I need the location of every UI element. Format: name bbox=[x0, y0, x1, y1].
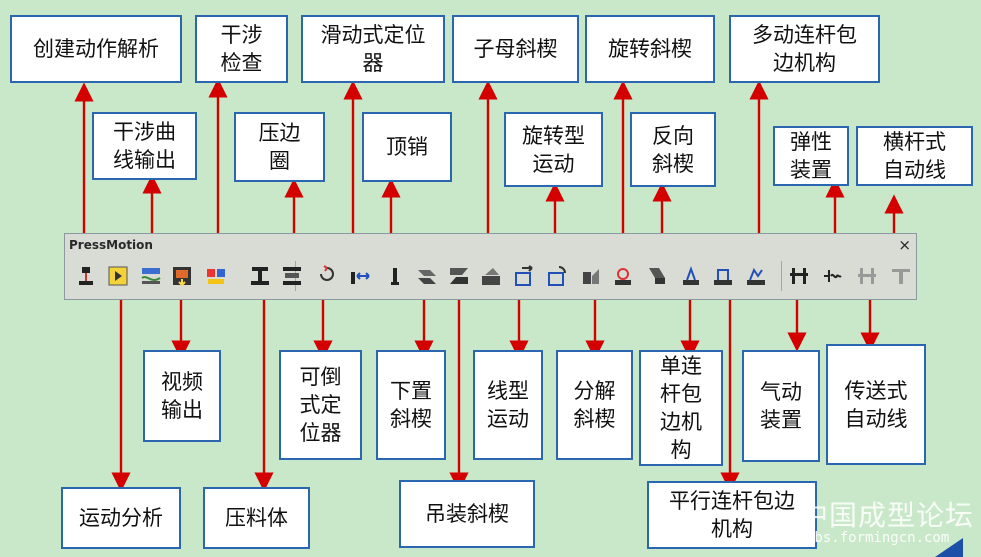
linear-motion-icon bbox=[515, 265, 533, 286]
label-binder: 压料体 bbox=[203, 487, 310, 549]
label-elastic-device: 弹性 装置 bbox=[773, 126, 849, 186]
crossbar-line-icon bbox=[892, 269, 910, 284]
label-single-link-hemming: 单连 杆包 边机 构 bbox=[639, 350, 723, 466]
elastic-device-button[interactable] bbox=[819, 262, 845, 290]
parallel-link-hemming-button[interactable] bbox=[710, 262, 736, 290]
rotary-motion-button[interactable] bbox=[544, 262, 570, 290]
binder-button[interactable] bbox=[247, 262, 273, 290]
linear-motion-button[interactable] bbox=[511, 262, 537, 290]
corner-logo-icon bbox=[935, 538, 963, 557]
crossbar-line-button[interactable] bbox=[888, 262, 914, 290]
lower-wedge-icon bbox=[418, 270, 436, 284]
binder-icon bbox=[251, 267, 269, 285]
create-motion-button[interactable] bbox=[73, 262, 99, 290]
rotary-wedge-icon bbox=[615, 268, 631, 285]
parallel-link-hemming-icon bbox=[714, 269, 732, 285]
slide-positioner-button[interactable] bbox=[347, 262, 373, 290]
label-slide-positioner: 滑动式定位 器 bbox=[301, 15, 445, 83]
label-interference-check: 干涉 检查 bbox=[195, 15, 288, 83]
lower-wedge-button[interactable] bbox=[414, 262, 440, 290]
hanging-wedge-button[interactable] bbox=[446, 262, 472, 290]
label-top-pin: 顶销 bbox=[362, 112, 452, 182]
label-hanging-wedge: 吊装斜楔 bbox=[399, 480, 535, 548]
interference-curve-icon bbox=[207, 269, 225, 284]
label-rotary-motion: 旋转型 运动 bbox=[504, 112, 603, 187]
flip-positioner-icon bbox=[320, 265, 334, 281]
label-conveyor-line: 传送式 自动线 bbox=[826, 344, 926, 465]
interference-check-button[interactable] bbox=[138, 262, 164, 290]
video-output-icon bbox=[173, 267, 191, 287]
multi-link-hemming-icon bbox=[747, 267, 765, 285]
label-blankholder: 压边 圈 bbox=[234, 112, 325, 182]
motion-analysis-icon bbox=[108, 266, 128, 286]
motion-analysis-button[interactable] bbox=[105, 262, 131, 290]
multi-link-hemming-button[interactable] bbox=[743, 262, 769, 290]
pneumatic-device-icon bbox=[790, 268, 808, 284]
label-rotary-wedge: 旋转斜楔 bbox=[585, 15, 715, 83]
label-split-wedge: 分解 斜楔 bbox=[556, 350, 633, 460]
label-linear-motion: 线型 运动 bbox=[473, 350, 543, 460]
split-wedge-icon bbox=[583, 269, 599, 284]
flip-positioner-button[interactable] bbox=[314, 262, 340, 290]
child-wedge-button[interactable] bbox=[478, 262, 504, 290]
label-interference-curve: 干涉曲 线输出 bbox=[92, 112, 197, 180]
label-reverse-wedge: 反向 斜楔 bbox=[630, 112, 716, 187]
watermark-url: bbs.formingcn.com bbox=[806, 530, 950, 546]
conveyor-line-button[interactable] bbox=[854, 262, 880, 290]
single-link-hemming-button[interactable] bbox=[678, 262, 704, 290]
top-pin-button[interactable] bbox=[382, 262, 408, 290]
child-wedge-icon bbox=[482, 268, 500, 285]
pneumatic-device-button[interactable] bbox=[786, 262, 812, 290]
label-video-output: 视频 输出 bbox=[143, 350, 221, 442]
label-lower-wedge: 下置 斜楔 bbox=[376, 350, 446, 460]
label-child-wedge: 子母斜楔 bbox=[452, 15, 579, 83]
reverse-wedge-button[interactable] bbox=[644, 262, 670, 290]
split-wedge-button[interactable] bbox=[578, 262, 604, 290]
rotary-motion-icon bbox=[548, 266, 566, 286]
toolbar-separator bbox=[781, 261, 782, 291]
blankholder-button[interactable] bbox=[279, 262, 305, 290]
label-crossbar-line: 横杆式 自动线 bbox=[856, 126, 973, 186]
label-flip-positioner: 可倒 式定 位器 bbox=[279, 350, 362, 460]
pressmotion-toolbar: PressMotion × bbox=[64, 233, 917, 300]
slide-positioner-icon bbox=[351, 272, 370, 284]
elastic-device-icon bbox=[824, 270, 842, 282]
rotary-wedge-button[interactable] bbox=[610, 262, 636, 290]
label-pneumatic-device: 气动 装置 bbox=[742, 350, 820, 462]
single-link-hemming-icon bbox=[683, 266, 699, 285]
label-multi-link-hemming: 多动连杆包 边机构 bbox=[729, 15, 880, 83]
create-motion-icon bbox=[79, 267, 93, 285]
conveyor-line-icon bbox=[858, 268, 876, 284]
label-parallel-link-hemming: 平行连杆包边 机构 bbox=[647, 481, 817, 549]
label-motion-analysis: 运动分析 bbox=[61, 487, 181, 549]
reverse-wedge-icon bbox=[649, 268, 665, 284]
video-output-button[interactable] bbox=[169, 262, 195, 290]
toolbar-title: PressMotion bbox=[69, 238, 153, 252]
label-create-motion: 创建动作解析 bbox=[10, 15, 182, 83]
interference-check-icon bbox=[141, 268, 161, 284]
hanging-wedge-icon bbox=[450, 268, 468, 284]
top-pin-icon bbox=[391, 268, 399, 285]
blankholder-icon bbox=[283, 267, 301, 285]
watermark-site-name: 中国成型论坛 bbox=[800, 499, 975, 532]
interference-curve-button[interactable] bbox=[203, 262, 229, 290]
toolbar-close-button[interactable]: × bbox=[898, 236, 911, 254]
